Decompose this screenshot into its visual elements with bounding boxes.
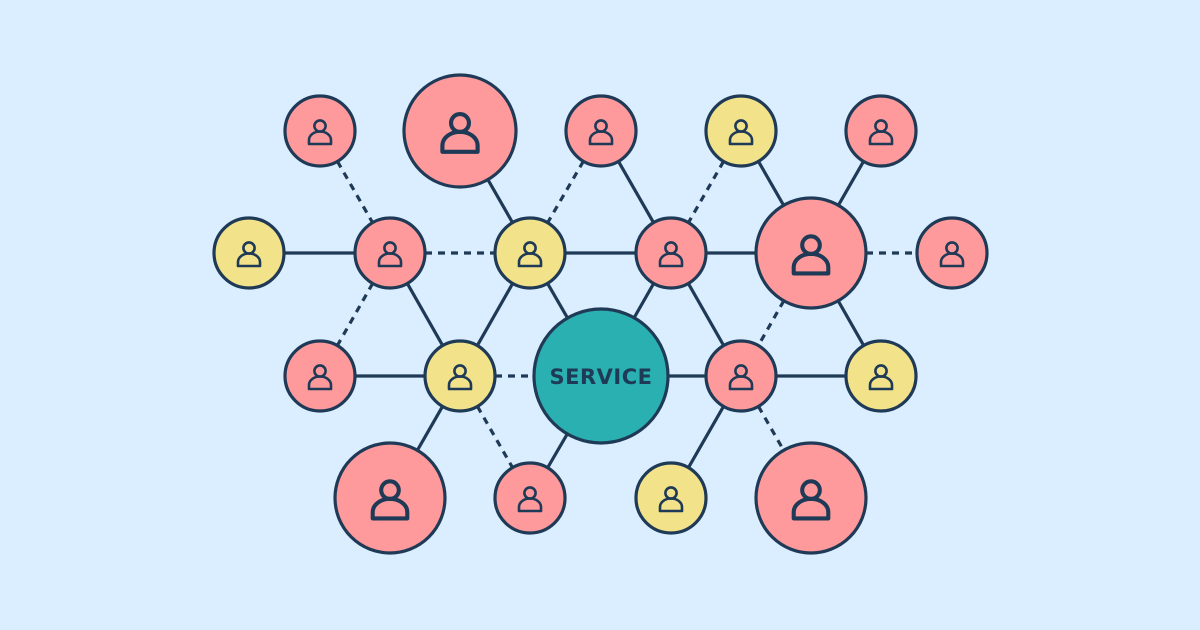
dashed-connection-j-n bbox=[756, 300, 786, 347]
user-node-b bbox=[402, 73, 518, 189]
person-body bbox=[588, 130, 614, 146]
user-icon bbox=[658, 486, 684, 513]
user-icon bbox=[447, 364, 473, 391]
solid-connection-n-r bbox=[687, 405, 725, 469]
solid-connection-svc-q bbox=[546, 433, 569, 469]
user-icon bbox=[728, 119, 754, 146]
user-icon bbox=[868, 364, 894, 391]
person-body bbox=[658, 252, 684, 268]
dashed-connection-n-s bbox=[757, 405, 786, 452]
user-node-q bbox=[493, 461, 567, 535]
person-body bbox=[307, 130, 333, 146]
user-icon bbox=[658, 241, 684, 268]
user-node-h bbox=[493, 216, 567, 290]
user-icon bbox=[370, 479, 410, 521]
user-node-s bbox=[754, 441, 868, 555]
person-body bbox=[791, 496, 831, 521]
solid-connection-i-svc bbox=[632, 282, 656, 319]
service-circle bbox=[532, 307, 670, 445]
user-node-p bbox=[333, 441, 447, 555]
person-body bbox=[868, 130, 894, 146]
person-body bbox=[728, 375, 754, 391]
solid-connection-g-m bbox=[405, 282, 445, 347]
person-body bbox=[447, 375, 473, 391]
user-node-k bbox=[915, 216, 989, 290]
user-node-r bbox=[634, 461, 708, 535]
user-icon bbox=[517, 241, 543, 268]
person-body bbox=[377, 252, 403, 268]
user-icon bbox=[307, 119, 333, 146]
user-node-i bbox=[634, 216, 708, 290]
person-body bbox=[370, 496, 410, 521]
user-icon bbox=[517, 486, 543, 513]
user-icon bbox=[588, 119, 614, 146]
user-node-j bbox=[754, 196, 868, 310]
solid-connection-h-m bbox=[475, 282, 515, 347]
person-body bbox=[728, 130, 754, 146]
dashed-connection-m-q bbox=[476, 405, 514, 469]
dashed-connection-d-i bbox=[687, 160, 725, 224]
solid-connection-j-o bbox=[836, 300, 866, 347]
user-icon bbox=[236, 241, 262, 268]
person-body bbox=[939, 252, 965, 268]
person-body bbox=[791, 251, 831, 276]
solid-connection-c-i bbox=[617, 160, 655, 224]
user-icon bbox=[377, 241, 403, 268]
solid-connection-h-svc bbox=[546, 282, 569, 319]
solid-connection-d-j bbox=[757, 160, 786, 207]
person-body bbox=[517, 252, 543, 268]
solid-connection-b-h bbox=[486, 178, 514, 224]
user-node-a bbox=[283, 94, 357, 168]
solid-connection-i-n bbox=[686, 282, 726, 347]
solid-connection-e-j bbox=[836, 160, 865, 207]
user-node-d bbox=[704, 94, 778, 168]
user-node-g bbox=[353, 216, 427, 290]
person-body bbox=[440, 129, 480, 154]
user-node-c bbox=[564, 94, 638, 168]
user-icon bbox=[307, 364, 333, 391]
user-icon bbox=[791, 234, 831, 276]
edges-layer bbox=[284, 160, 917, 469]
user-icon bbox=[939, 241, 965, 268]
dashed-connection-g-l bbox=[335, 282, 375, 347]
user-node-o bbox=[844, 339, 918, 413]
person-body bbox=[236, 252, 262, 268]
user-node-m bbox=[423, 339, 497, 413]
user-node-e bbox=[844, 94, 918, 168]
service-node: SERVICE bbox=[532, 307, 670, 445]
user-icon bbox=[728, 364, 754, 391]
service-label: SERVICE bbox=[550, 365, 653, 389]
person-body bbox=[307, 375, 333, 391]
dashed-connection-c-h bbox=[546, 160, 585, 224]
user-icon bbox=[791, 479, 831, 521]
person-body bbox=[517, 497, 543, 513]
nodes-layer: SERVICE bbox=[212, 73, 989, 555]
solid-connection-m-p bbox=[415, 405, 444, 452]
user-icon bbox=[868, 119, 894, 146]
dashed-connection-a-g bbox=[336, 160, 374, 224]
user-node-l bbox=[283, 339, 357, 413]
user-node-f bbox=[212, 216, 286, 290]
user-icon bbox=[440, 111, 480, 154]
user-node-n bbox=[704, 339, 778, 413]
person-body bbox=[658, 497, 684, 513]
person-body bbox=[868, 375, 894, 391]
